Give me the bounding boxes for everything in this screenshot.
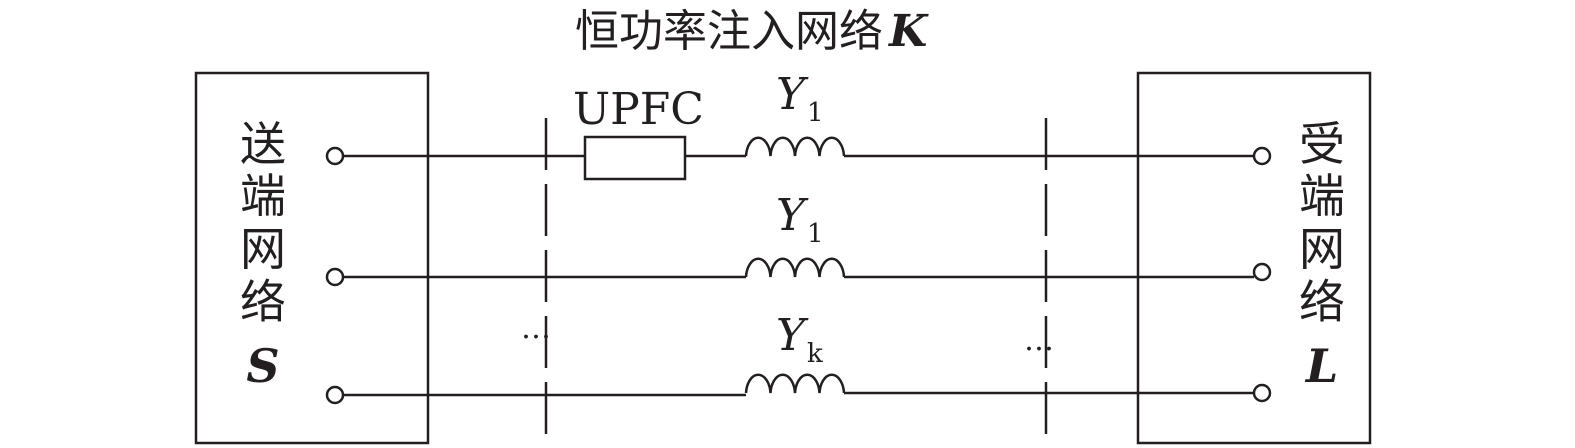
- sending-label-symbol: S: [246, 339, 279, 393]
- sending-label-char-2: 端: [240, 169, 286, 223]
- terminal-node: [1252, 262, 1272, 282]
- upfc-device: [583, 135, 687, 181]
- inductor-coil: [744, 373, 846, 394]
- upfc-label: UPFC: [573, 84, 704, 135]
- branch-k: Yk: [325, 310, 1272, 405]
- sending-label-char-1: 送: [240, 117, 286, 171]
- inductor-coil: [744, 136, 846, 157]
- terminal-node: [325, 146, 345, 166]
- terminal-node: [1252, 146, 1272, 166]
- ellipsis-left: …: [521, 311, 551, 346]
- ellipsis-right: …: [1024, 323, 1054, 358]
- receiving-network-box: 受 端 网 络 L: [1136, 71, 1372, 445]
- receiving-label-char-3: 网: [1299, 222, 1345, 276]
- terminal-node: [1252, 383, 1272, 403]
- receiving-label-char-2: 端: [1299, 169, 1345, 223]
- receiving-label-symbol: L: [1304, 339, 1338, 393]
- admittance-label: Yk: [776, 310, 823, 369]
- admittance-label: Y1: [776, 190, 824, 249]
- terminal-node: [325, 267, 345, 287]
- sending-network-box: 送 端 网 络 S: [194, 71, 430, 445]
- sending-label-char-3: 网: [240, 222, 286, 276]
- receiving-label-char-1: 受: [1299, 117, 1345, 171]
- terminal-node: [325, 385, 345, 405]
- sending-label-char-4: 络: [240, 275, 286, 329]
- branch-2: Y1: [325, 190, 1272, 287]
- admittance-label: Y1: [776, 69, 824, 128]
- branch-1: UPFC Y1: [325, 69, 1272, 181]
- receiving-label-char-4: 络: [1299, 275, 1345, 329]
- inductor-coil: [744, 257, 846, 278]
